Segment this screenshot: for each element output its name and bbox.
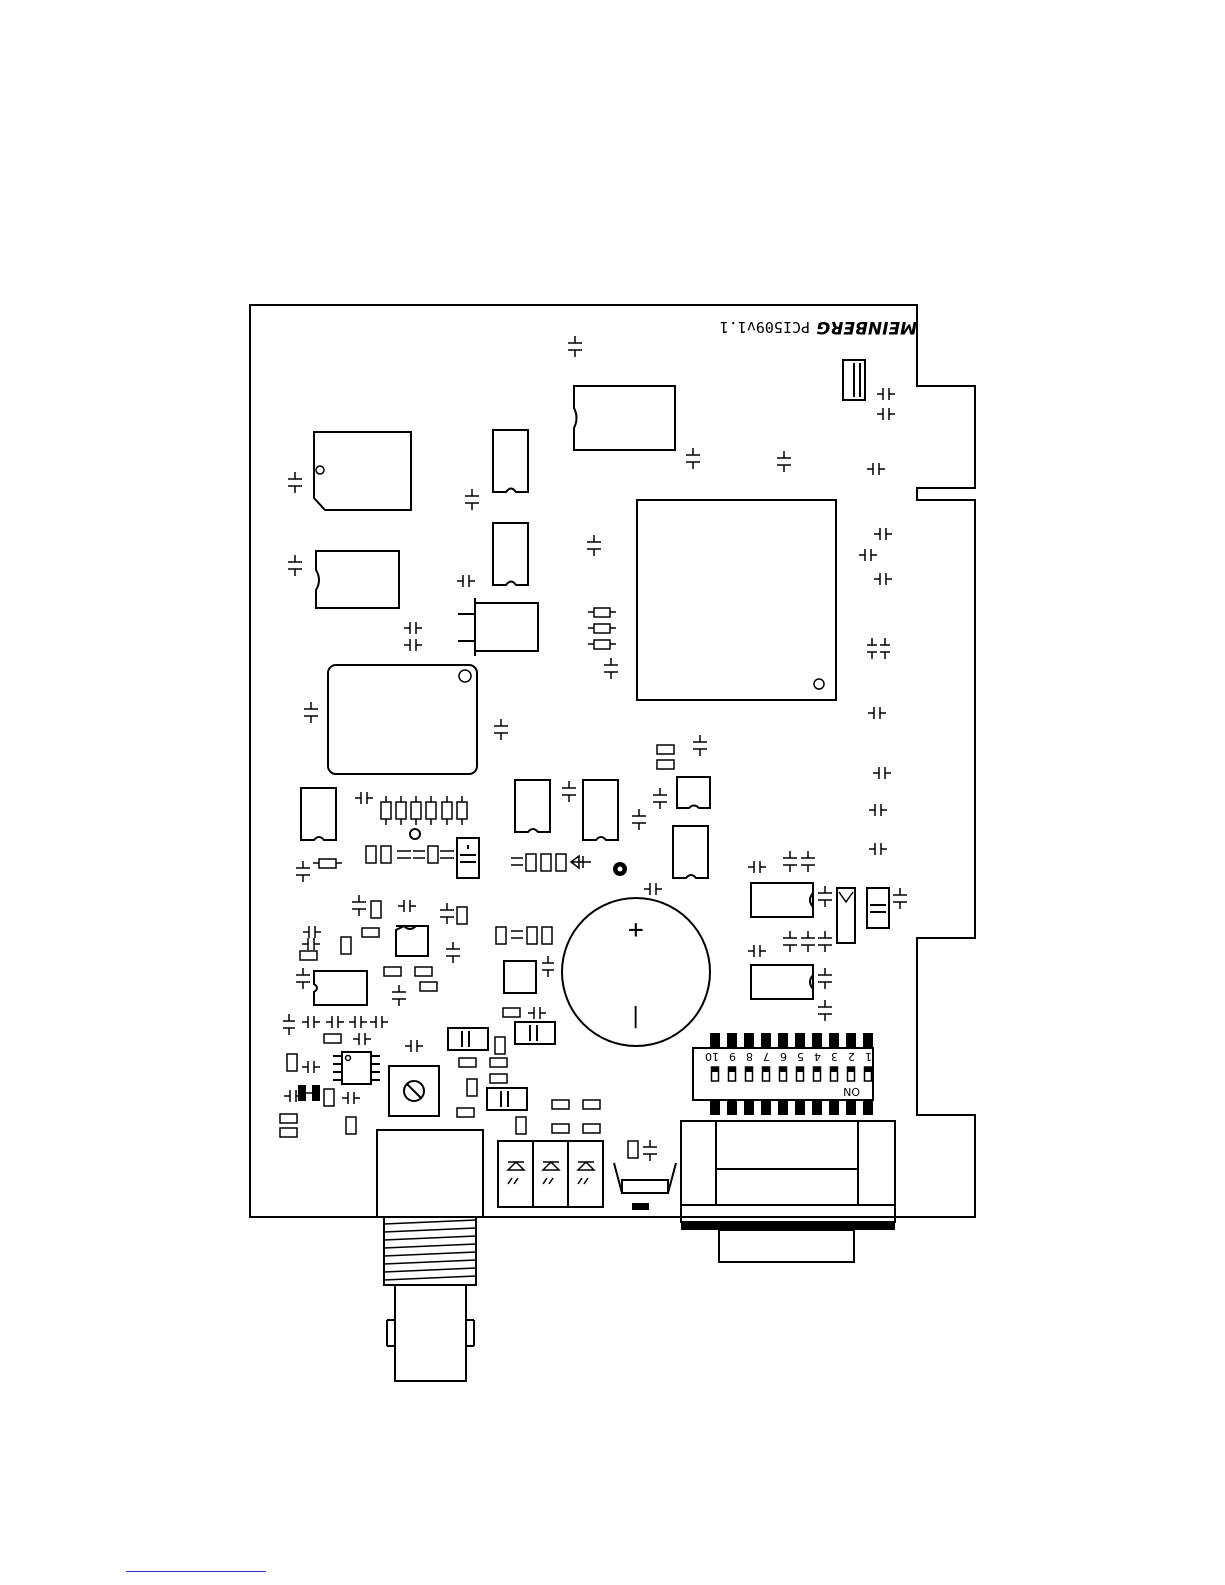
small-ics (301, 777, 813, 1005)
small-part-arrow (839, 892, 853, 902)
resistor-stack (588, 608, 616, 649)
dip-pin-top (761, 1033, 771, 1048)
dip-toggle-slider (848, 1067, 855, 1072)
board-brand-label: MEINBERG (816, 317, 917, 337)
soic-chip (333, 1052, 380, 1084)
board-model-label: PCI509v1.1 (720, 318, 810, 336)
dip-toggle-slider (780, 1067, 787, 1072)
main-chip (637, 500, 836, 700)
dip-pin-bottom (710, 1100, 720, 1115)
dip-pin-bottom (829, 1100, 839, 1115)
dip-number-label: 10 (705, 1050, 719, 1063)
dip-toggle-slider (865, 1067, 872, 1072)
svg-text:MEINBERG: MEINBERG (816, 317, 917, 337)
dip-toggle-slider (797, 1067, 804, 1072)
dip-number-label: 3 (831, 1050, 838, 1063)
test-point-1 (410, 829, 420, 839)
dip-pin-top (795, 1033, 805, 1048)
footer-link-underline[interactable] (126, 1571, 266, 1572)
dip-pin-bottom (778, 1100, 788, 1115)
svg-text:1: 1 (865, 1050, 872, 1063)
bnc-connector-head (395, 1285, 466, 1381)
svg-text:6: 6 (780, 1050, 787, 1063)
dip-toggle-slider (729, 1067, 736, 1072)
ic-left-1 (314, 432, 411, 510)
small-part-vertical (837, 888, 855, 943)
dip-pin-bottom (727, 1100, 737, 1115)
dip-pin-top (863, 1033, 873, 1048)
resistors-misc (280, 745, 674, 1158)
bnc-connector-thread (384, 1217, 476, 1285)
crystal-body (475, 603, 538, 651)
bnc-connector-base (377, 1130, 483, 1217)
dip-pin-top (778, 1033, 788, 1048)
dip-toggle-slider (763, 1067, 770, 1072)
dip-toggle-slider (814, 1067, 821, 1072)
ic-left-3 (328, 665, 477, 774)
dip-pin-top (846, 1033, 856, 1048)
svg-text:4: 4 (814, 1050, 821, 1063)
dip-pin-top (829, 1033, 839, 1048)
smd-part (298, 1085, 320, 1101)
ic-left-2 (316, 551, 399, 608)
dip-number-label: 9 (729, 1050, 736, 1063)
resistor-row-2 (313, 846, 454, 868)
svg-text:9: 9 (729, 1050, 736, 1063)
electrolytic-caps (448, 360, 889, 1110)
bnc-thread-lines (384, 1220, 476, 1280)
dip-pin-top (744, 1033, 754, 1048)
dip-pin-bottom (812, 1100, 822, 1115)
dip-pin-top (812, 1033, 822, 1048)
svg-text:8: 8 (746, 1050, 753, 1063)
svg-text:PCI509v1.1: PCI509v1.1 (720, 318, 810, 336)
top-ic (574, 386, 675, 450)
dip-on-label: ON (843, 1085, 860, 1098)
dip-toggle-slider (831, 1067, 838, 1072)
svg-text:2: 2 (848, 1050, 855, 1063)
dip-pin-bottom (863, 1100, 873, 1115)
main-chip-pin1-dot (814, 679, 824, 689)
led-block (498, 1141, 603, 1207)
ic-mid-2 (493, 523, 528, 585)
test-point-2-hole (618, 867, 623, 872)
dip-toggle-slider (712, 1067, 719, 1072)
svg-text:5: 5 (797, 1050, 804, 1063)
dsub-connector (681, 1121, 895, 1262)
battery-minus-label: | (629, 1004, 642, 1029)
crystal-leads (458, 598, 475, 656)
svg-text:ON: ON (843, 1085, 860, 1098)
svg-text:10: 10 (705, 1050, 719, 1063)
dip-number-label: 2 (848, 1050, 855, 1063)
dip-pin-top (710, 1033, 720, 1048)
dip-number-label: 8 (746, 1050, 753, 1063)
svg-text:3: 3 (831, 1050, 838, 1063)
dip-pin-bottom (761, 1100, 771, 1115)
ic-mid-1 (493, 430, 528, 492)
push-button[interactable] (614, 1163, 676, 1210)
dip-number-label: 6 (780, 1050, 787, 1063)
dip-pin-bottom (744, 1100, 754, 1115)
board-outline (250, 305, 975, 1217)
battery-plus-label: + (628, 915, 644, 945)
dip-number-label: 4 (814, 1050, 821, 1063)
dip-pin-top (727, 1033, 737, 1048)
resistor-row-1 (381, 796, 467, 825)
dip-toggle-slider (746, 1067, 753, 1072)
dip-pin-bottom (795, 1100, 805, 1115)
ic-left-3-dot (459, 670, 471, 682)
dip-pin-bottom (846, 1100, 856, 1115)
ic-left-1-dot (316, 466, 324, 474)
dip-number-label: 1 (865, 1050, 872, 1063)
svg-text:7: 7 (763, 1050, 770, 1063)
resistor-row-3 (511, 854, 591, 871)
dip-number-label: 5 (797, 1050, 804, 1063)
dip-number-label: 7 (763, 1050, 770, 1063)
